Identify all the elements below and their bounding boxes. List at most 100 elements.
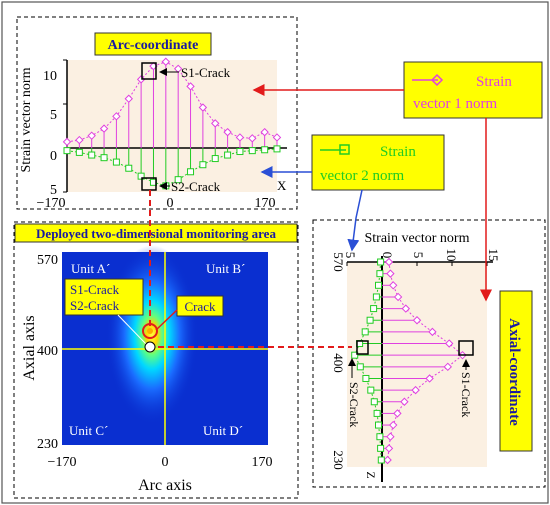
axial-series-2-point <box>375 421 382 429</box>
arc-x-label: X <box>277 178 287 193</box>
axial-title: Axial-coordinate <box>506 318 522 426</box>
axial-y-tick-570: 570 <box>331 252 346 272</box>
axial-y-tick-400: 400 <box>331 353 346 373</box>
crack-leader <box>155 309 178 331</box>
legend-vector1-line2: vector 1 norm <box>413 96 497 112</box>
axial-series-2-point <box>372 293 380 301</box>
axial-z-label: Z <box>364 471 378 478</box>
axial-series-2-point <box>370 398 378 406</box>
axial-series-1-point <box>386 269 395 278</box>
axial-series-2-point <box>361 328 369 336</box>
axial-top-label: Strain vector norm <box>365 231 470 246</box>
s-crack-box <box>64 278 144 316</box>
axial-series-1-point <box>428 327 437 337</box>
arc-series-1-point <box>186 82 195 91</box>
arc-series-2-point <box>261 146 269 154</box>
legend-vector2-box <box>311 134 445 191</box>
axial-series-2-point <box>367 386 375 394</box>
legend-vector1-line1: Strain <box>476 74 512 90</box>
arc-x-tick-max: 170 <box>255 196 276 211</box>
unit-b-label: Unit B´ <box>206 261 245 276</box>
crack-label: Crack <box>184 299 216 314</box>
arc-series-2-point <box>100 154 108 162</box>
axial-panel-border <box>312 219 546 488</box>
axial-series-2-point <box>366 316 374 324</box>
arc-series-2-point <box>63 147 71 155</box>
arc-series-1-point <box>198 103 208 112</box>
arc-series-1-point <box>211 119 220 128</box>
legend-vector1-box <box>403 61 543 119</box>
arc-x-tick-zero: 0 <box>167 196 174 211</box>
crack-box <box>176 295 224 317</box>
axial-series-1-point <box>384 257 394 267</box>
arc-y-label: Strain vector norm <box>19 67 34 172</box>
axial-series-1-point <box>388 420 398 430</box>
axial-series-1-point <box>411 385 420 395</box>
map-x-tick-min: −170 <box>48 455 77 470</box>
axial-series-2-point <box>376 433 384 441</box>
arc-series-1-point <box>235 133 245 142</box>
arc-chart <box>62 57 287 193</box>
arc-s1-label: S1-Crack <box>181 65 231 80</box>
arc-series-2-line <box>66 148 278 187</box>
arc-series-2-point <box>248 147 256 155</box>
axial-s1-label: S1-Crack <box>459 372 473 417</box>
heatmap-hotspot <box>106 245 198 425</box>
legend-vector2-marker-icon <box>339 144 350 155</box>
axial-series-2-point <box>356 363 364 371</box>
arc-panel-border <box>16 16 298 210</box>
arc-series-2-point <box>273 145 281 153</box>
axial-s1-box <box>458 340 474 356</box>
arc-series-2-point <box>187 168 195 176</box>
legend-vector2-line2: vector 2 norm <box>320 168 404 184</box>
arc-series-1-point <box>223 127 232 137</box>
axial-series-1-point <box>393 292 403 302</box>
axial-series-2-point <box>377 258 385 266</box>
arc-s1-box <box>141 62 157 80</box>
arc-y-tick-10: 10 <box>43 69 57 84</box>
axial-x-tick-neg5: 5 <box>343 252 358 259</box>
arc-series-1-point <box>124 94 133 103</box>
vector2-to-axial-arrow <box>347 189 363 252</box>
arc-series-2-point <box>75 148 83 156</box>
map-y-tick-570: 570 <box>37 253 58 268</box>
unit-c-label: Unit C´ <box>69 423 108 438</box>
s-crack-leader <box>117 314 147 345</box>
arc-plot-area <box>67 60 277 192</box>
unit-a-label: Unit A´ <box>71 261 110 276</box>
map-title: Deployed two-dimensional monitoring area <box>36 226 276 241</box>
axial-series-1-point <box>393 409 402 418</box>
s1-crack-label: S1-Crack <box>70 282 120 297</box>
map-y-tick-230: 230 <box>37 437 58 452</box>
arc-series-2-point <box>199 161 207 169</box>
axial-series-1-point <box>425 374 434 383</box>
arc-x-tick-min: −170 <box>37 196 66 211</box>
arc-y-tick-neg5: 5 <box>50 183 57 198</box>
arc-series-2-point <box>174 176 182 184</box>
map-x-label: Arc axis <box>138 477 192 494</box>
map-x-tick-zero: 0 <box>162 455 169 470</box>
map-x-tick-max: 170 <box>252 455 273 470</box>
axial-series-1-point <box>444 339 454 348</box>
arc-series-2-point <box>125 164 133 172</box>
axial-series-2-point <box>370 305 378 313</box>
map-y-tick-400: 400 <box>37 344 58 359</box>
axial-series-1-point <box>401 304 411 313</box>
arc-series-1-point <box>87 131 96 140</box>
arc-series-1-point <box>248 134 257 143</box>
axial-series-2-point <box>377 444 385 452</box>
axial-chart <box>346 256 493 482</box>
axial-series-1-point <box>443 362 453 372</box>
s2-crack-label: S2-Crack <box>70 298 120 313</box>
arc-series-2-point <box>137 172 145 180</box>
axial-series-2-point <box>373 409 381 417</box>
arc-y-tick-0: 0 <box>50 149 57 164</box>
axial-x-tick-15: 15 <box>486 249 501 262</box>
axial-series-1-line <box>387 261 464 461</box>
axial-x-tick-0: 0 <box>380 252 395 259</box>
axial-s2-box <box>356 340 369 355</box>
legend-vector2-line1: Strain <box>380 144 416 160</box>
arc-y-tick-5: 5 <box>50 108 57 123</box>
